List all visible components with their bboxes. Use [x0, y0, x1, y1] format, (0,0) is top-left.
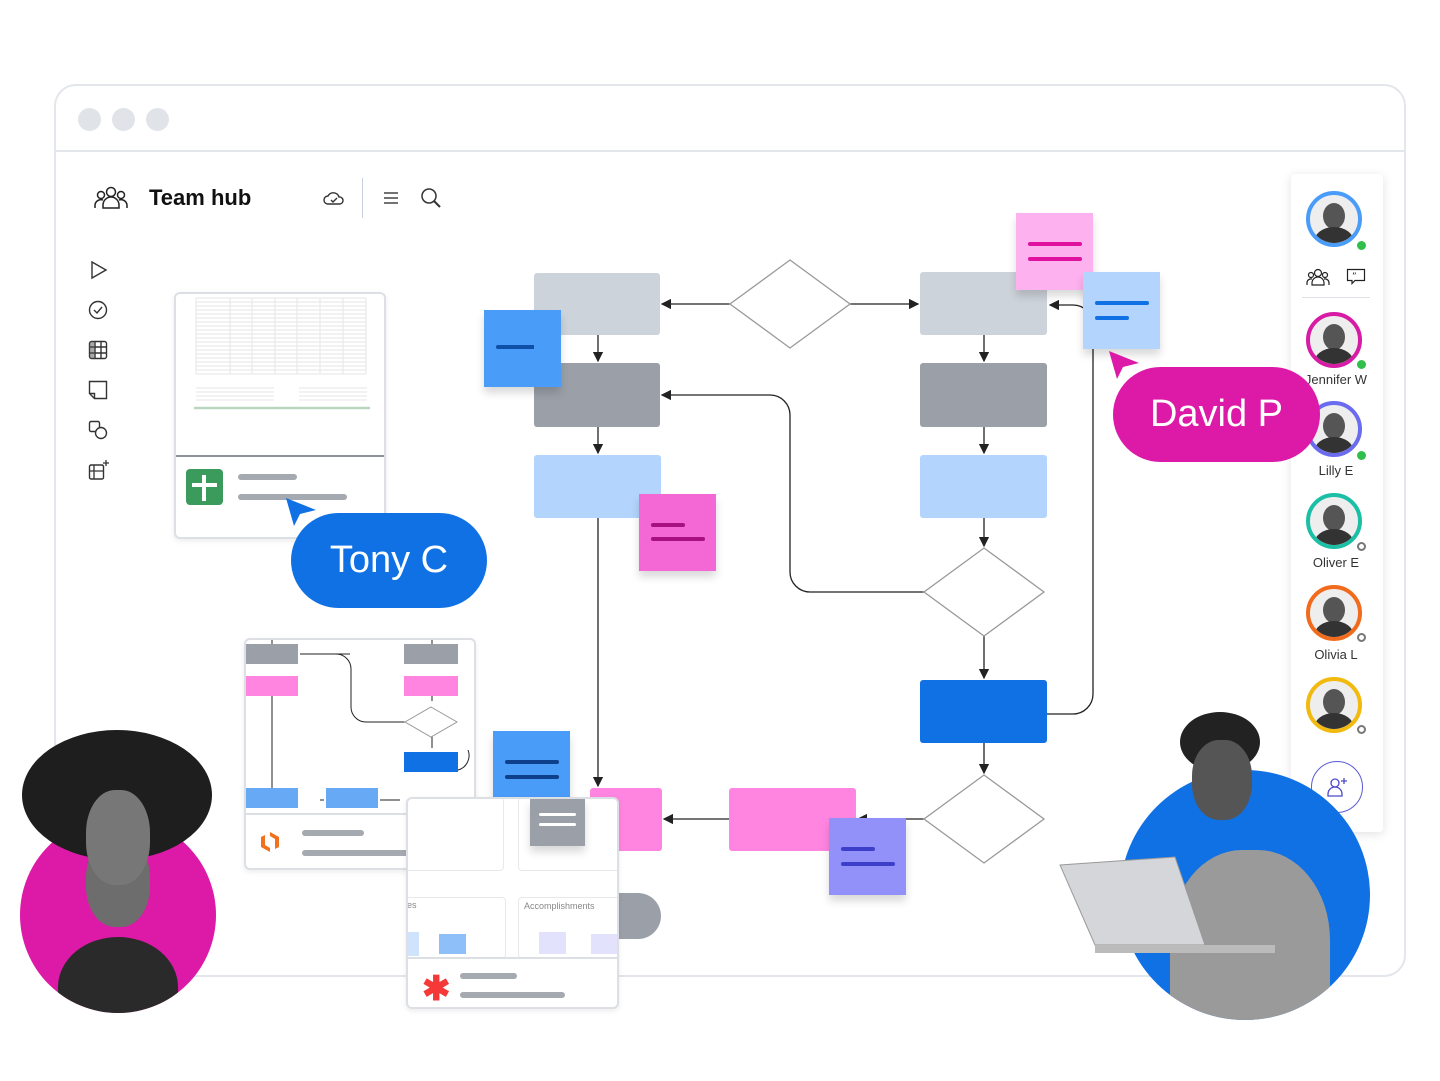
search-icon[interactable]	[420, 187, 442, 209]
team-icon[interactable]	[1306, 268, 1330, 286]
google-sheets-icon	[186, 469, 223, 505]
window-close-dot[interactable]	[78, 108, 101, 131]
mini-flowchart-preview	[246, 640, 474, 815]
svg-text:”: ”	[1352, 272, 1357, 282]
avatar[interactable]	[1306, 677, 1362, 733]
away-status	[1357, 633, 1366, 642]
invite-user-button[interactable]	[1311, 761, 1363, 813]
process-box	[534, 455, 661, 518]
process-box	[920, 272, 1047, 335]
add-frame-icon[interactable]	[88, 459, 110, 481]
spreadsheet-card[interactable]	[174, 292, 386, 539]
collaborator-name: Jennifer W	[1304, 372, 1368, 387]
online-status	[1357, 360, 1366, 369]
collaborator-name: Olivia L	[1314, 647, 1358, 662]
sticky-note[interactable]	[1016, 213, 1093, 290]
person-photo-left	[20, 817, 216, 1013]
connector	[1047, 299, 1094, 715]
terminator-shape	[618, 893, 661, 939]
collaborator-name: Oliver E	[1312, 555, 1360, 570]
process-box	[729, 788, 856, 851]
subtitle-placeholder	[460, 992, 565, 998]
titlebar-divider	[54, 150, 1406, 152]
page-title: Team hub	[149, 185, 252, 210]
process-box	[920, 680, 1047, 743]
process-box	[534, 273, 660, 335]
avatar[interactable]	[1306, 493, 1362, 549]
cloud-saved-icon[interactable]	[323, 189, 345, 207]
avatar[interactable]	[1306, 312, 1362, 368]
spreadsheet-preview	[194, 297, 370, 410]
title-placeholder	[302, 830, 364, 836]
away-status	[1357, 725, 1366, 734]
card-divider	[176, 455, 384, 457]
check-circle-icon[interactable]	[88, 300, 108, 320]
shapes-icon[interactable]	[88, 420, 108, 440]
sticky-note[interactable]	[829, 818, 906, 895]
menu-icon[interactable]	[383, 191, 399, 205]
person-face	[86, 790, 150, 885]
person-face	[1192, 740, 1252, 820]
collaborator-name: Lilly E	[1318, 463, 1354, 478]
decision-diamond	[922, 547, 1046, 637]
sticky-note[interactable]	[493, 731, 570, 808]
team-icon	[94, 186, 128, 209]
title-placeholder	[460, 973, 517, 979]
online-status	[1357, 451, 1366, 460]
sticky-note-icon[interactable]	[88, 380, 108, 400]
sticky-note	[530, 799, 585, 846]
cursor-pointer-icon	[1109, 351, 1139, 379]
window-minimize-dot[interactable]	[112, 108, 135, 131]
online-status	[1357, 241, 1366, 250]
chat-icon[interactable]: ”	[1346, 268, 1366, 286]
decision-diamond	[922, 774, 1046, 864]
process-box	[920, 363, 1047, 427]
subtitle-placeholder	[302, 850, 412, 856]
avatar[interactable]	[1306, 585, 1362, 641]
asterisk-logo-icon: ✱	[422, 970, 451, 1008]
app-logo-icon	[261, 832, 279, 852]
away-status	[1357, 542, 1366, 551]
select-pointer-icon[interactable]	[89, 260, 109, 280]
board-section-label: Accomplishments	[524, 901, 595, 911]
table-icon[interactable]	[88, 340, 108, 360]
title-placeholder	[238, 474, 297, 480]
app-window	[54, 84, 1406, 977]
window-maximize-dot[interactable]	[146, 108, 169, 131]
cursor-label-tony: Tony C	[291, 513, 487, 608]
decision-diamond	[728, 259, 852, 349]
cursor-pointer-icon	[286, 498, 316, 526]
board-template-card[interactable]: es Accomplishments ✱	[406, 797, 619, 1009]
board-section-label: es	[407, 900, 417, 910]
process-box	[920, 455, 1047, 518]
connector	[660, 389, 924, 593]
header-divider	[362, 178, 363, 218]
subtitle-placeholder	[238, 494, 347, 500]
add-user-icon	[1327, 778, 1347, 797]
laptop-image	[1059, 856, 1275, 953]
sticky-note[interactable]	[639, 494, 716, 571]
cursor-label-david: David P	[1113, 367, 1320, 462]
sticky-note[interactable]	[1083, 272, 1160, 349]
process-box	[534, 363, 660, 427]
avatar[interactable]	[1306, 191, 1362, 247]
